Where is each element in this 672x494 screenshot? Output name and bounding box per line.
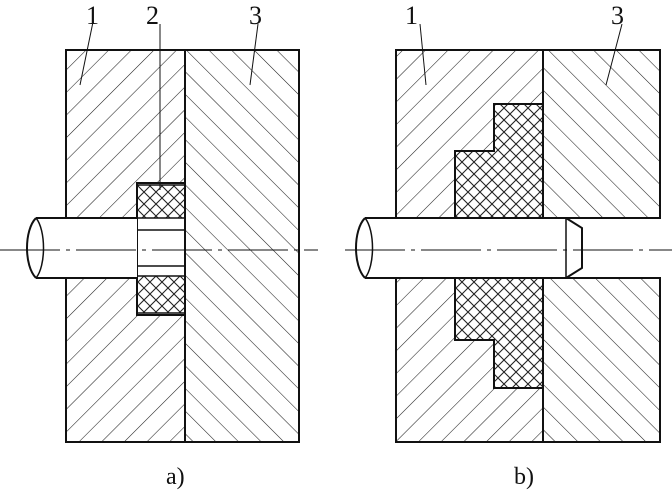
panel-b-leader-1	[419, 23, 427, 86]
panel-a-caption: a)	[166, 464, 185, 490]
panel-a-callout-1: 1	[86, 1, 99, 30]
panel-b-insert	[454, 103, 544, 389]
panel-b-caption: b)	[514, 464, 534, 490]
panel-a-callout-2: 2	[146, 1, 159, 30]
panel-a-part-2-insert	[136, 182, 186, 316]
panel-b-callout-3: 3	[611, 1, 624, 30]
panel-a-callout-3: 3	[249, 1, 262, 30]
panel-b-shaft	[355, 217, 583, 279]
panel-b: 1 3 b)	[345, 1, 672, 490]
panel-a-shaft	[26, 217, 137, 279]
panel-a-leader-1	[79, 21, 94, 86]
panel-a-leader-3	[249, 23, 259, 86]
panel-b-leader-3	[605, 23, 623, 86]
panel-a-part-3	[184, 49, 300, 443]
panel-b-callout-1: 1	[405, 1, 418, 30]
panel-a: 1 2 3 a)	[0, 1, 318, 490]
